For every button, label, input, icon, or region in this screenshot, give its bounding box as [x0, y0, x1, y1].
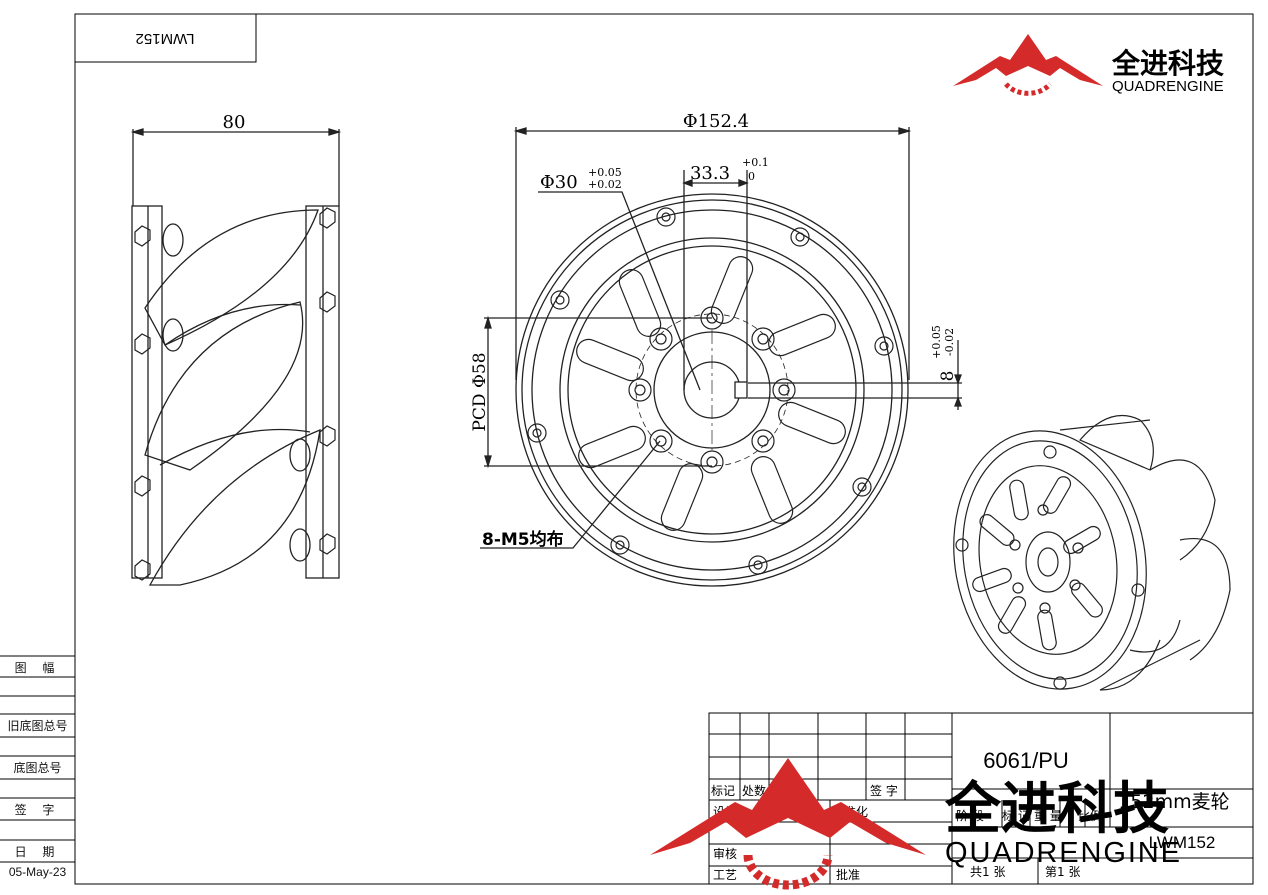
tb-signature: 签 字: [870, 783, 898, 798]
tb-scale: 比例: [1078, 809, 1102, 823]
tb-approve: 批准: [836, 867, 860, 882]
tb-weight: 重 量: [1034, 809, 1062, 823]
dim-width: 80: [223, 112, 246, 133]
tb-review: 审核: [713, 846, 737, 861]
dim-bore-tol-lower: +0.02: [588, 178, 622, 191]
left-side-table: [0, 655, 75, 863]
dim-keyway-depth: 33.3: [690, 163, 730, 184]
dim-bore-tol-upper: +0.05: [588, 166, 622, 179]
logo-mark-icon: [953, 34, 1103, 86]
label-base-no: 底图总号: [13, 761, 62, 775]
dim-keyway-depth-tol-upper: +0.1: [742, 156, 769, 169]
dim-bore: Φ30: [540, 172, 578, 193]
logo-cn-large: 全进科技: [944, 777, 1169, 842]
label-date-value: 05-May-23: [8, 865, 67, 879]
tb-count: 处数: [742, 783, 766, 798]
isometric-view: [953, 414, 1231, 691]
dim-keyway-depth-tol-lower: 0: [748, 170, 755, 183]
logo-en-large: QUADRENGINE: [945, 837, 1180, 869]
logo-top: 全进科技 QUADRENGINE: [953, 34, 1224, 96]
side-view: [130, 128, 342, 586]
label-date: 日 期: [14, 845, 61, 859]
dim-keyway-width-tol-lower: -0.02: [943, 328, 956, 356]
tb-total-sheets: 共1 张: [970, 865, 1005, 879]
drawing-frame: [74, 13, 1254, 885]
tb-mark: 标记: [711, 784, 735, 798]
logo-title-block: 全进科技 QUADRENGINE: [650, 758, 1180, 890]
logo-cn: 全进科技: [1111, 47, 1224, 80]
label-sheet: 图 幅: [14, 661, 61, 675]
tb-stage: 阶 段: [956, 808, 984, 823]
label-old-base-no: 旧底图总号: [7, 719, 68, 733]
tb-material: 6061/PU: [983, 748, 1069, 773]
dim-keyway-width-tol-upper: +0.05: [930, 325, 943, 359]
tb-sheet-no: 第1 张: [1045, 865, 1080, 879]
code-box: [74, 13, 257, 63]
label-sign: 签 字: [14, 803, 61, 817]
tb-part-no: LWM152: [1149, 833, 1216, 852]
dim-holes: 8-M5均布: [482, 529, 564, 550]
tb-mark2: 标 记: [1002, 809, 1030, 823]
tb-title: 152mm麦轮: [1118, 791, 1229, 813]
tb-process: 工艺: [713, 868, 737, 882]
code-box-text: LWM152: [136, 30, 195, 47]
dim-keyway-width: 8: [938, 371, 958, 382]
front-view: [480, 127, 962, 587]
dim-pcd: PCD Φ58: [470, 352, 490, 431]
logo-en: QUADRENGINE: [1112, 78, 1224, 95]
dim-outer-diameter: Φ152.4: [683, 111, 749, 132]
logo-mark-icon-large: [650, 758, 926, 855]
